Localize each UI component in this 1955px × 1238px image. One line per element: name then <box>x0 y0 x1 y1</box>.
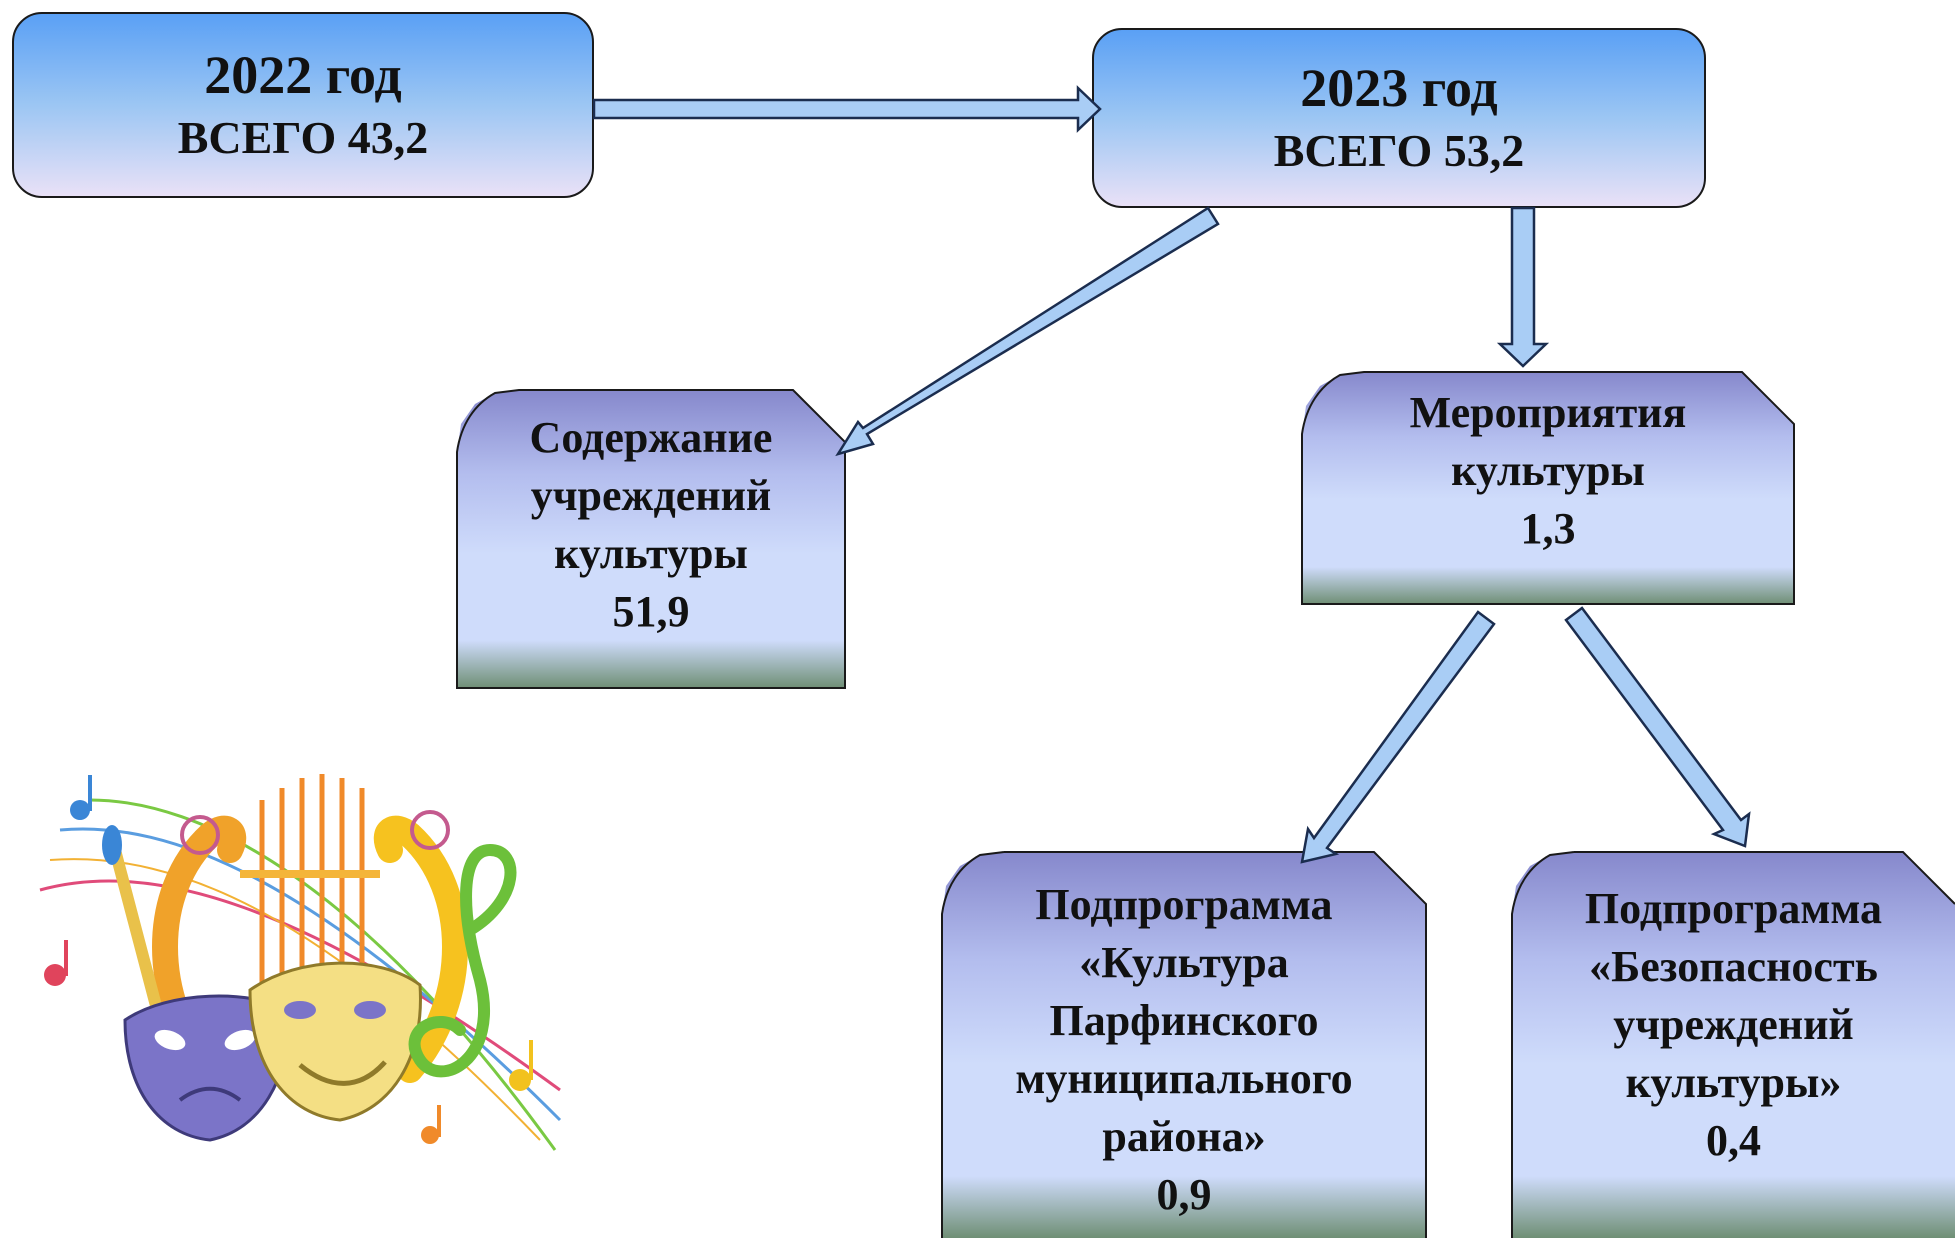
box-2023-total: ВСЕГО 53,2 <box>1273 125 1525 176</box>
arrow-2023-to-maintenance <box>835 206 1220 457</box>
box-2023-year: 2023 год <box>1300 58 1498 118</box>
box-2022-year: 2022 год <box>204 45 402 105</box>
box-2023: 2023 год ВСЕГО 53,2 <box>1092 28 1706 208</box>
box-2022: 2022 год ВСЕГО 43,2 <box>12 12 594 198</box>
arrow-events-to-sub-culture <box>1300 610 1496 864</box>
arrow-2022-to-2023 <box>592 85 1102 133</box>
arrow-events-to-sub-safety <box>1564 606 1751 848</box>
lyre-theatre-masks-icon <box>39 774 562 1151</box>
arrow-2023-to-events <box>1496 206 1550 368</box>
box-2022-total: ВСЕГО 43,2 <box>177 112 429 163</box>
